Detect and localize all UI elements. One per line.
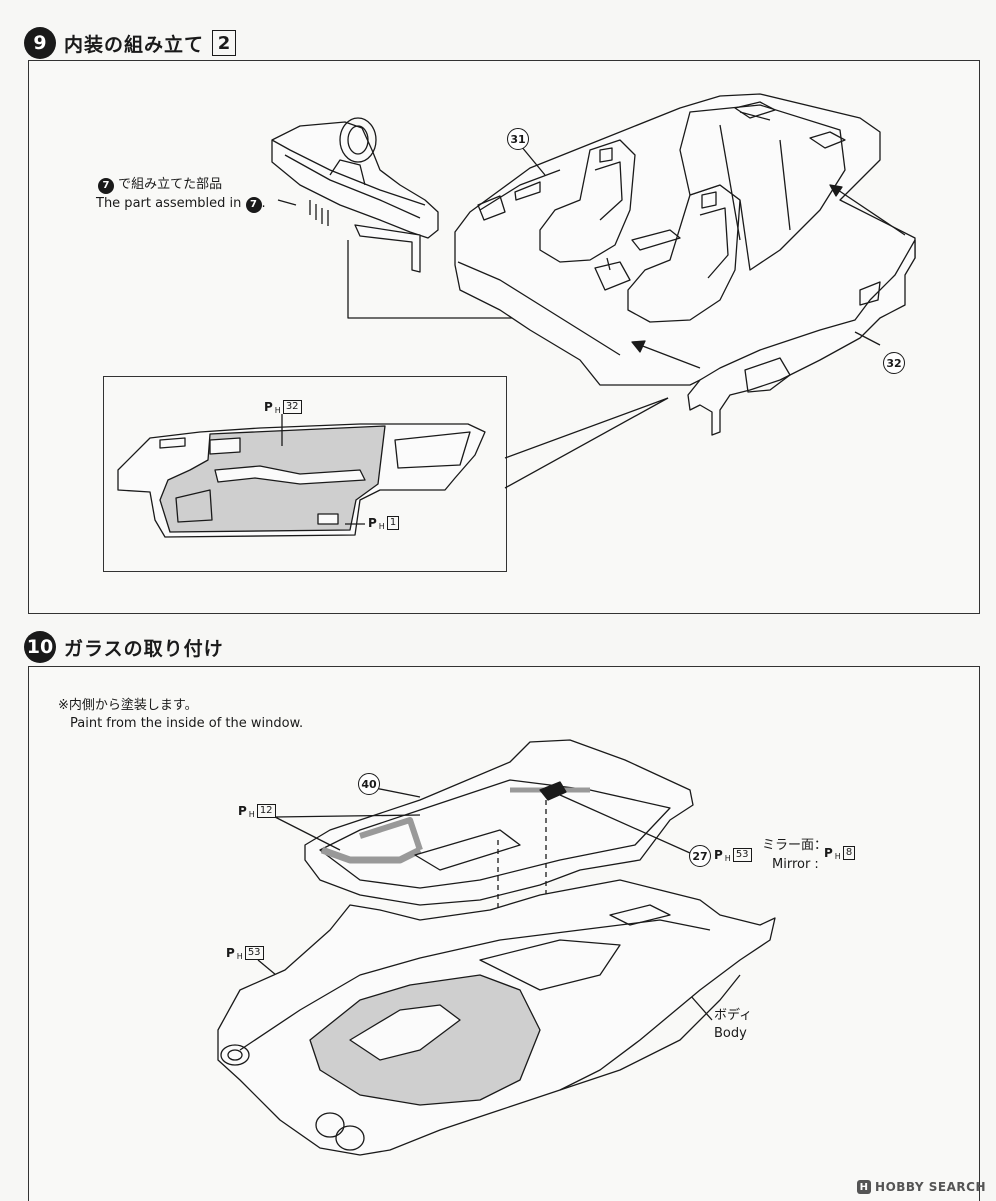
paint-prefix: P (238, 804, 247, 818)
body-label-jp: ボディ (714, 1008, 753, 1023)
paint-sub: H (274, 405, 281, 415)
watermark-text: HOBBY SEARCH (875, 1180, 986, 1194)
paint-code: 8 (842, 846, 856, 860)
step7-ref-icon-en: 7 (245, 196, 262, 213)
paint-prefix: P (824, 846, 833, 860)
ref-note-en: The part assembled in (96, 196, 242, 211)
paint-code: 1 (386, 516, 400, 530)
part-32-callout: 32 (883, 352, 905, 374)
paint-sub: H (236, 951, 243, 961)
inside-paint-note-en: Paint from the inside of the window. (70, 716, 304, 731)
step7-ref-icon-jp: 7 (98, 177, 114, 194)
body-shell-drawing (217, 879, 776, 1156)
step9-header: 9 内装の組み立て 2 (24, 27, 237, 59)
step7-reference-note: 7 で組み立てた部品 (98, 176, 222, 194)
mirror-face-label-jp: ミラー面： (762, 838, 828, 853)
interior-tub-drawing (454, 93, 916, 436)
dashboard-part-drawing (271, 117, 439, 273)
step9-sub-number: 2 (212, 30, 237, 56)
step10-number: 10 (24, 631, 56, 663)
step7-reference-note-en: The part assembled in 7. (96, 196, 266, 213)
hobby-search-logo-icon: H (857, 1180, 872, 1194)
paint-code: 53 (244, 946, 264, 960)
paint-prefix: P (264, 400, 273, 414)
glass-part-drawing (304, 739, 694, 906)
step9-number: 9 (24, 27, 56, 59)
paint-sub: H (724, 853, 731, 863)
ref-note-jp: で組み立てた部品 (118, 177, 223, 192)
part-31-callout: 31 (507, 128, 529, 150)
door-panel-inset-drawing (117, 423, 486, 538)
step10-title: ガラスの取り付け (64, 637, 224, 660)
step10-header: 10 ガラスの取り付け (24, 631, 224, 663)
paint-sub: H (248, 809, 255, 819)
part-40-callout: 40 (358, 773, 380, 795)
paint-prefix: P (714, 848, 723, 862)
paint-sub: H (834, 851, 841, 861)
part-27-callout: 27 (689, 845, 711, 867)
paint-prefix: P (368, 516, 377, 530)
hobby-search-watermark: H HOBBY SEARCH (857, 1180, 986, 1194)
inside-paint-note-jp: ※内側から塗装します。 (58, 698, 198, 713)
paint-code: 32 (282, 400, 302, 414)
mirror-face-label-en: Mirror : (772, 857, 819, 872)
paint-sub: H (378, 521, 385, 531)
paint-code: 53 (732, 848, 752, 862)
paint-code: 12 (256, 804, 276, 818)
paint-prefix: P (226, 946, 235, 960)
body-label-en: Body (714, 1026, 747, 1041)
step9-title: 内装の組み立て (64, 33, 205, 56)
